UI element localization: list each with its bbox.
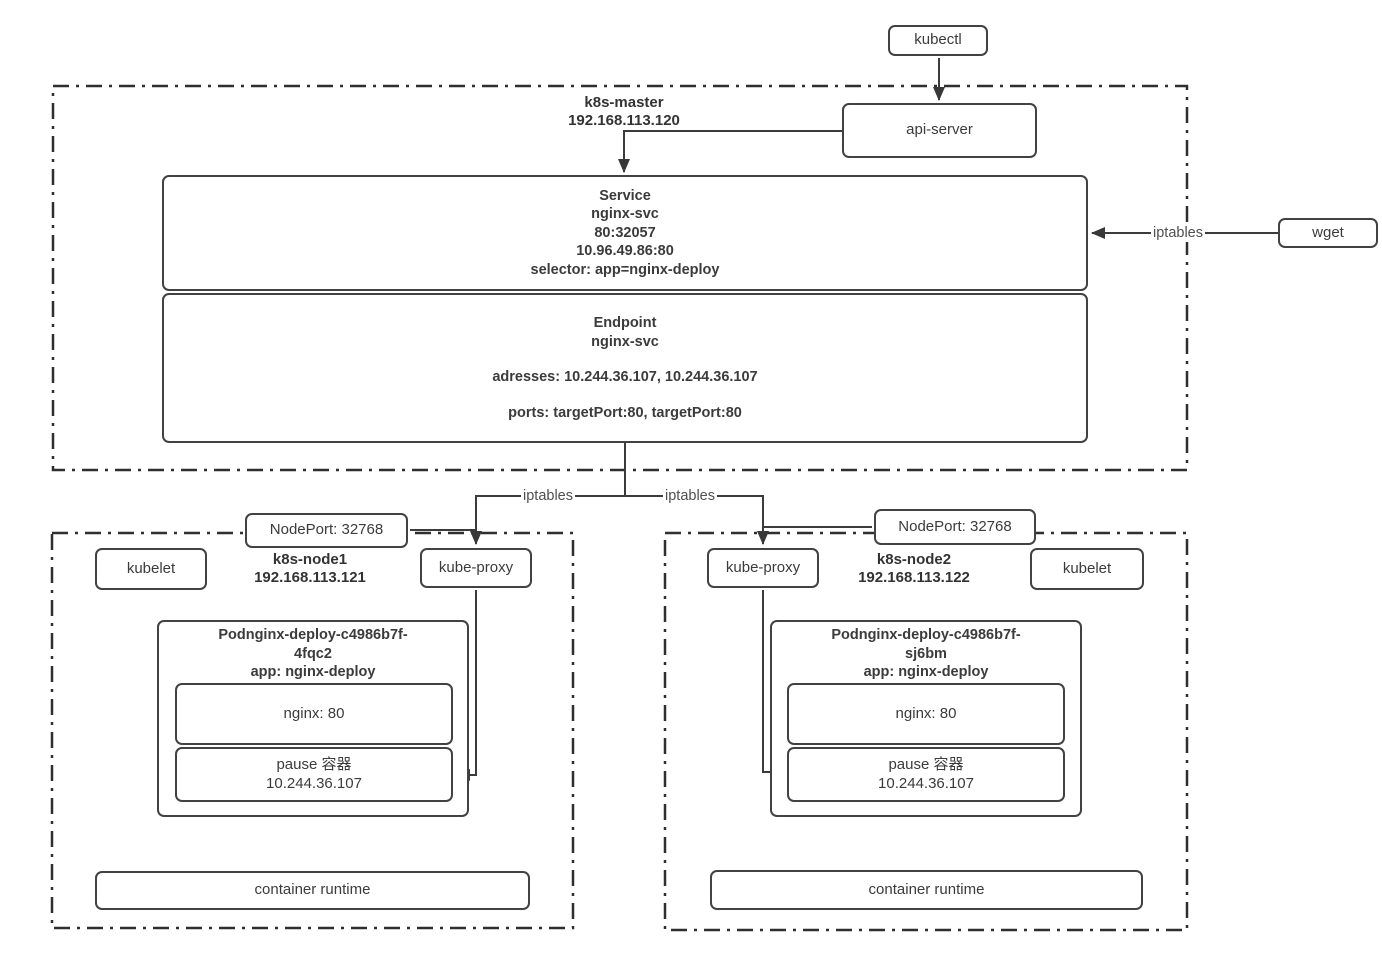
kube-proxy-label: kube-proxy bbox=[438, 558, 514, 576]
container-runtime-label: container runtime bbox=[868, 880, 985, 898]
iptables-label-wget: iptables bbox=[1151, 224, 1205, 242]
kube-proxy-node2: kube-proxy bbox=[707, 548, 819, 588]
pause-ip: 10.244.36.107 bbox=[266, 774, 362, 792]
kubectl-node: kubectl bbox=[888, 25, 988, 56]
node2-title: k8s-node2 192.168.113.122 bbox=[756, 551, 1072, 587]
service-line: nginx-svc bbox=[591, 206, 659, 223]
kubelet-label: kubelet bbox=[1062, 559, 1112, 577]
pod2-title-line: Podnginx-deploy-c4986b7f- bbox=[831, 627, 1021, 643]
service-line: selector: app=nginx-deploy bbox=[530, 261, 720, 278]
master-name: k8s-master bbox=[584, 94, 664, 111]
container-runtime-label: container runtime bbox=[254, 881, 371, 899]
kube-proxy-label: kube-proxy bbox=[725, 558, 801, 576]
kube-proxy-node1: kube-proxy bbox=[420, 548, 532, 588]
service-line: Service bbox=[599, 187, 651, 204]
arrow-iptables-to-kubeproxy1 bbox=[470, 495, 625, 545]
nginx-label: nginx: 80 bbox=[895, 704, 957, 722]
master-ip: 192.168.113.120 bbox=[568, 112, 680, 129]
endpoint-addresses: adresses: 10.244.36.107, 10.244.36.107 bbox=[492, 369, 758, 385]
nginx-label: nginx: 80 bbox=[283, 704, 345, 722]
endpoint-title: Endpoint bbox=[593, 315, 657, 331]
nodeport-label: NodePort: 32768 bbox=[269, 521, 384, 539]
kubelet-node1: kubelet bbox=[95, 548, 207, 590]
pod1-title-line: Podnginx-deploy-c4986b7f- bbox=[218, 627, 408, 643]
pause-container-node1: pause 容器 10.244.36.107 bbox=[175, 747, 453, 802]
iptables-label-node2: iptables bbox=[663, 487, 717, 505]
pause-label: pause 容器 bbox=[276, 756, 352, 773]
nginx-container-node2: nginx: 80 bbox=[787, 683, 1065, 745]
pause-container-node2: pause 容器 10.244.36.107 bbox=[787, 747, 1065, 802]
nginx-container-node1: nginx: 80 bbox=[175, 683, 453, 745]
pod1-title-line: app: nginx-deploy bbox=[250, 664, 376, 680]
endpoint-node: Endpoint nginx-svc adresses: 10.244.36.1… bbox=[162, 293, 1088, 443]
endpoint-ports: ports: targetPort:80, targetPort:80 bbox=[508, 404, 742, 421]
arrow-apiserver-to-service bbox=[618, 130, 843, 173]
container-runtime-node2: container runtime bbox=[710, 870, 1143, 910]
master-group-border bbox=[51, 84, 1189, 472]
pause-label: pause 容器 bbox=[888, 756, 964, 773]
node1-name: k8s-node1 bbox=[272, 551, 348, 568]
service-line: 10.96.49.86:80 bbox=[576, 243, 674, 260]
kubelet-node2: kubelet bbox=[1030, 548, 1144, 590]
service-node: Service nginx-svc 80:32057 10.96.49.86:8… bbox=[162, 175, 1088, 291]
node1-ip: 192.168.113.121 bbox=[254, 569, 366, 586]
pod2-title-line: sj6bm bbox=[905, 645, 947, 662]
wget-label: wget bbox=[1312, 223, 1344, 241]
iptables-label-node1: iptables bbox=[521, 487, 575, 505]
endpoint-name: nginx-svc bbox=[591, 333, 659, 350]
pod1-title-line: 4fqc2 bbox=[294, 645, 332, 662]
node2-ip: 192.168.113.122 bbox=[858, 569, 970, 586]
nodeport-badge-node1: NodePort: 32768 bbox=[245, 513, 408, 548]
service-line: 80:32057 bbox=[594, 224, 656, 241]
node1-title: k8s-node1 192.168.113.121 bbox=[152, 551, 468, 587]
api-server-label: api-server bbox=[906, 121, 973, 139]
kubectl-label: kubectl bbox=[914, 31, 962, 49]
nodeport-label: NodePort: 32768 bbox=[898, 517, 1012, 535]
pause-ip: 10.244.36.107 bbox=[878, 774, 974, 792]
master-title: k8s-master 192.168.113.120 bbox=[474, 94, 774, 130]
wget-node: wget bbox=[1278, 218, 1378, 248]
pod2-title-line: app: nginx-deploy bbox=[863, 664, 989, 680]
kubelet-label: kubelet bbox=[126, 559, 176, 577]
node1-group-border bbox=[50, 531, 575, 930]
node2-group-border bbox=[663, 531, 1189, 932]
nodeport-badge-node2: NodePort: 32768 bbox=[874, 509, 1036, 545]
container-runtime-node1: container runtime bbox=[95, 871, 530, 910]
api-server-node: api-server bbox=[842, 103, 1037, 158]
node2-name: k8s-node2 bbox=[876, 551, 952, 568]
